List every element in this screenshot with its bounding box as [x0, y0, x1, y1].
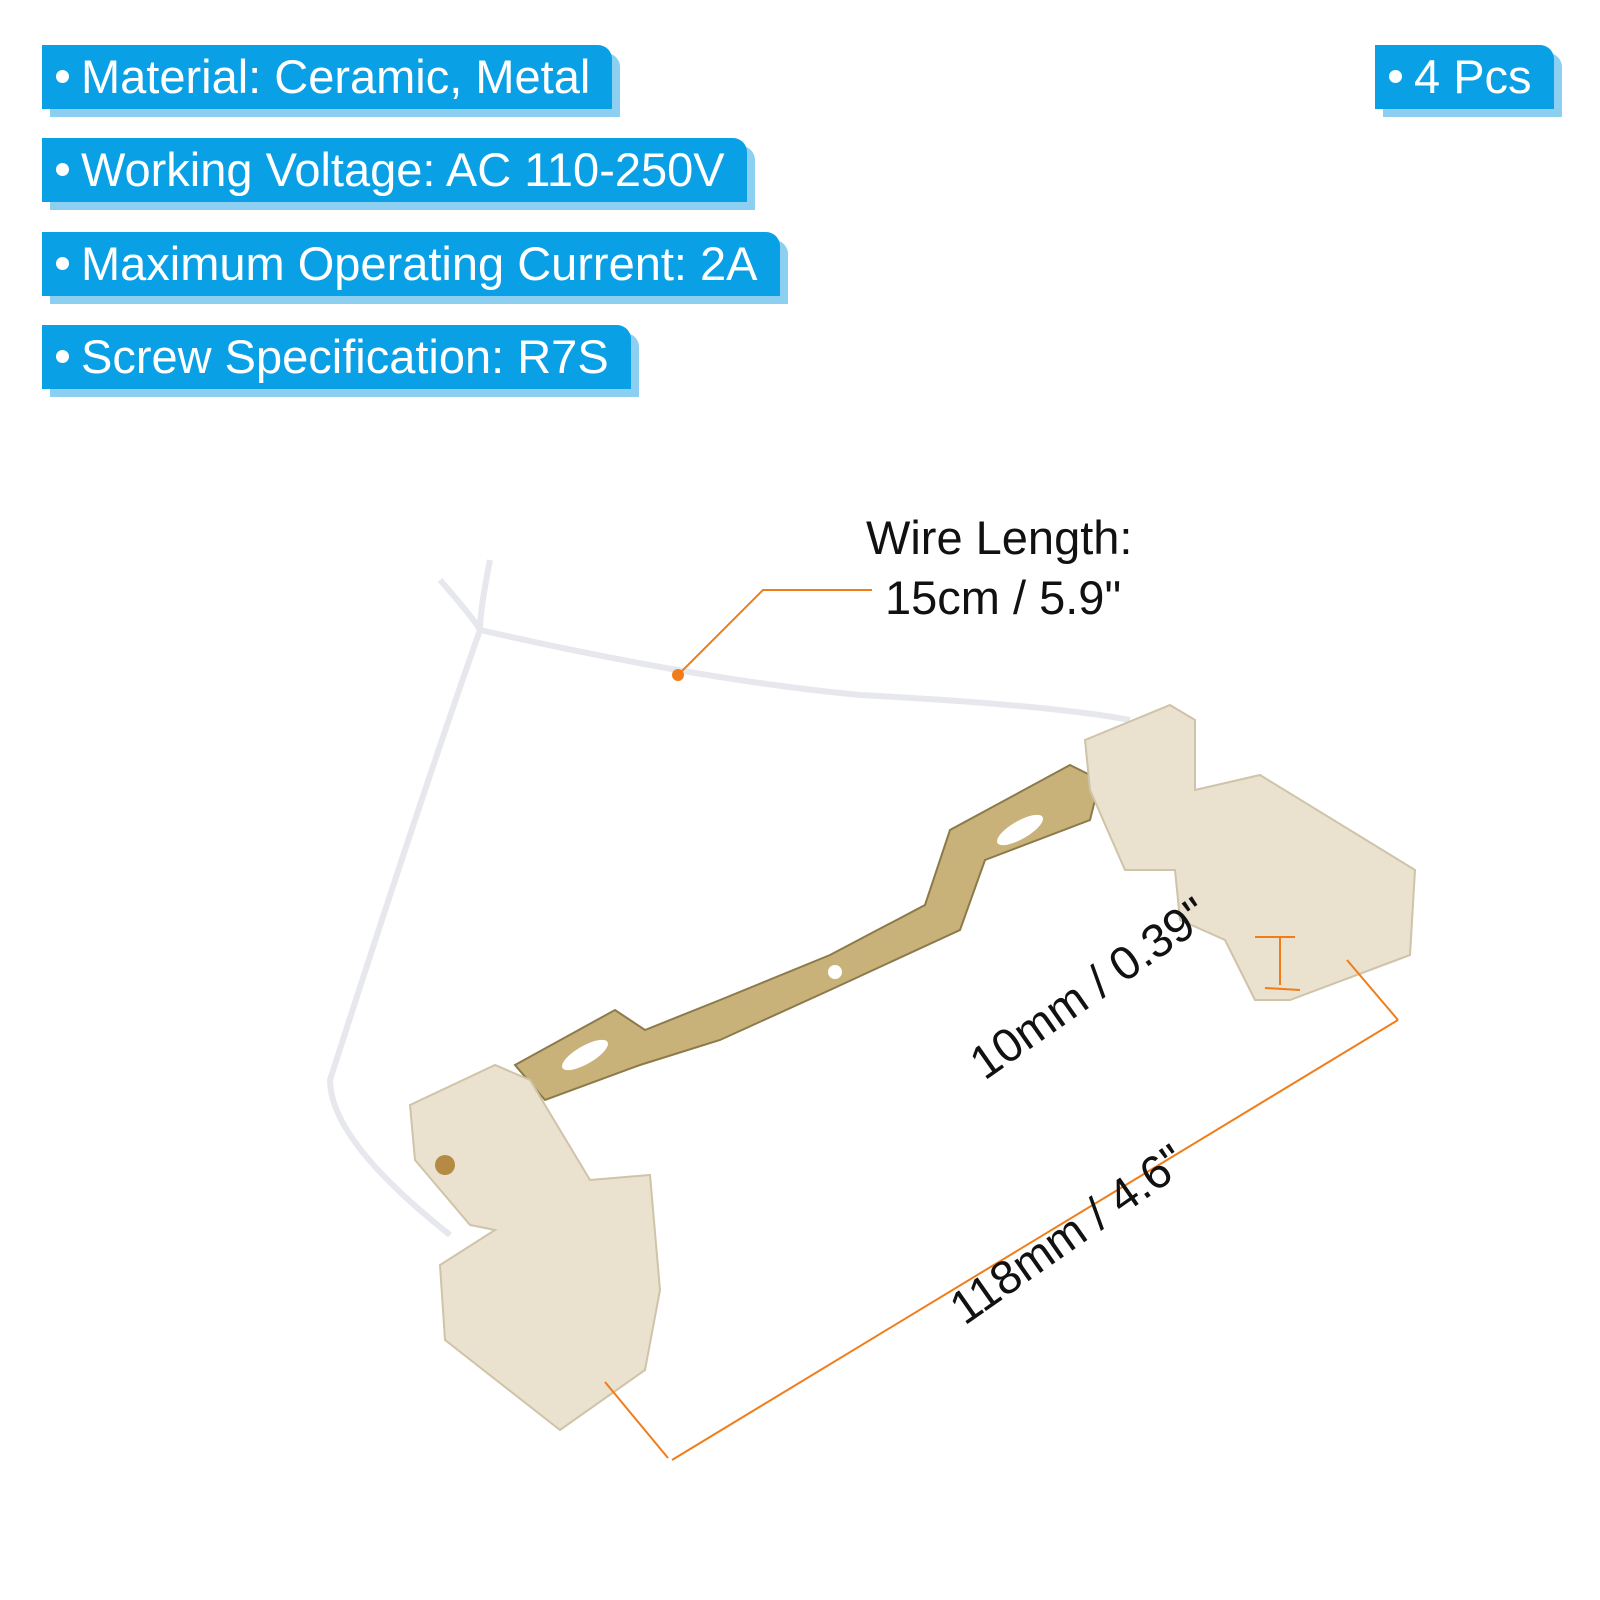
bullet-icon [56, 257, 69, 271]
bullet-icon [56, 70, 69, 84]
wire-length-title: Wire Length: [866, 511, 1133, 564]
bracket-slot [562, 1039, 608, 1071]
ceramic-holder-left [408, 1063, 662, 1432]
bullet-icon [56, 350, 69, 364]
quantity-badge: 4 Pcs [1375, 45, 1554, 109]
spec-badge-material: Material: Ceramic, Metal [42, 45, 613, 109]
wire [476, 559, 1131, 723]
spec-text: Working Voltage: AC 110-250V [81, 143, 725, 196]
bracket-slot [997, 814, 1043, 846]
length-dimension [671, 1019, 1399, 1461]
bracket-hole [828, 965, 842, 979]
wire-marker-dot [672, 669, 684, 681]
spec-text: Material: Ceramic, Metal [81, 50, 591, 103]
wire-leader-line [677, 589, 872, 676]
quantity-text: 4 Pcs [1414, 50, 1532, 103]
spec-text: Screw Specification: R7S [81, 330, 609, 383]
spec-badge-current: Maximum Operating Current: 2A [42, 232, 780, 296]
spec-badge-voltage: Working Voltage: AC 110-250V [42, 138, 747, 202]
screw-terminal [435, 1155, 455, 1175]
dimension-lines [604, 589, 1399, 1461]
bullet-icon [56, 163, 69, 177]
spec-badge-screw: Screw Specification: R7S [42, 325, 631, 389]
spec-text: Maximum Operating Current: 2A [81, 237, 758, 290]
wire-length-value: 15cm / 5.9" [885, 571, 1122, 624]
ceramic-holder-right [1083, 703, 1417, 1001]
bullet-icon [1389, 70, 1402, 84]
